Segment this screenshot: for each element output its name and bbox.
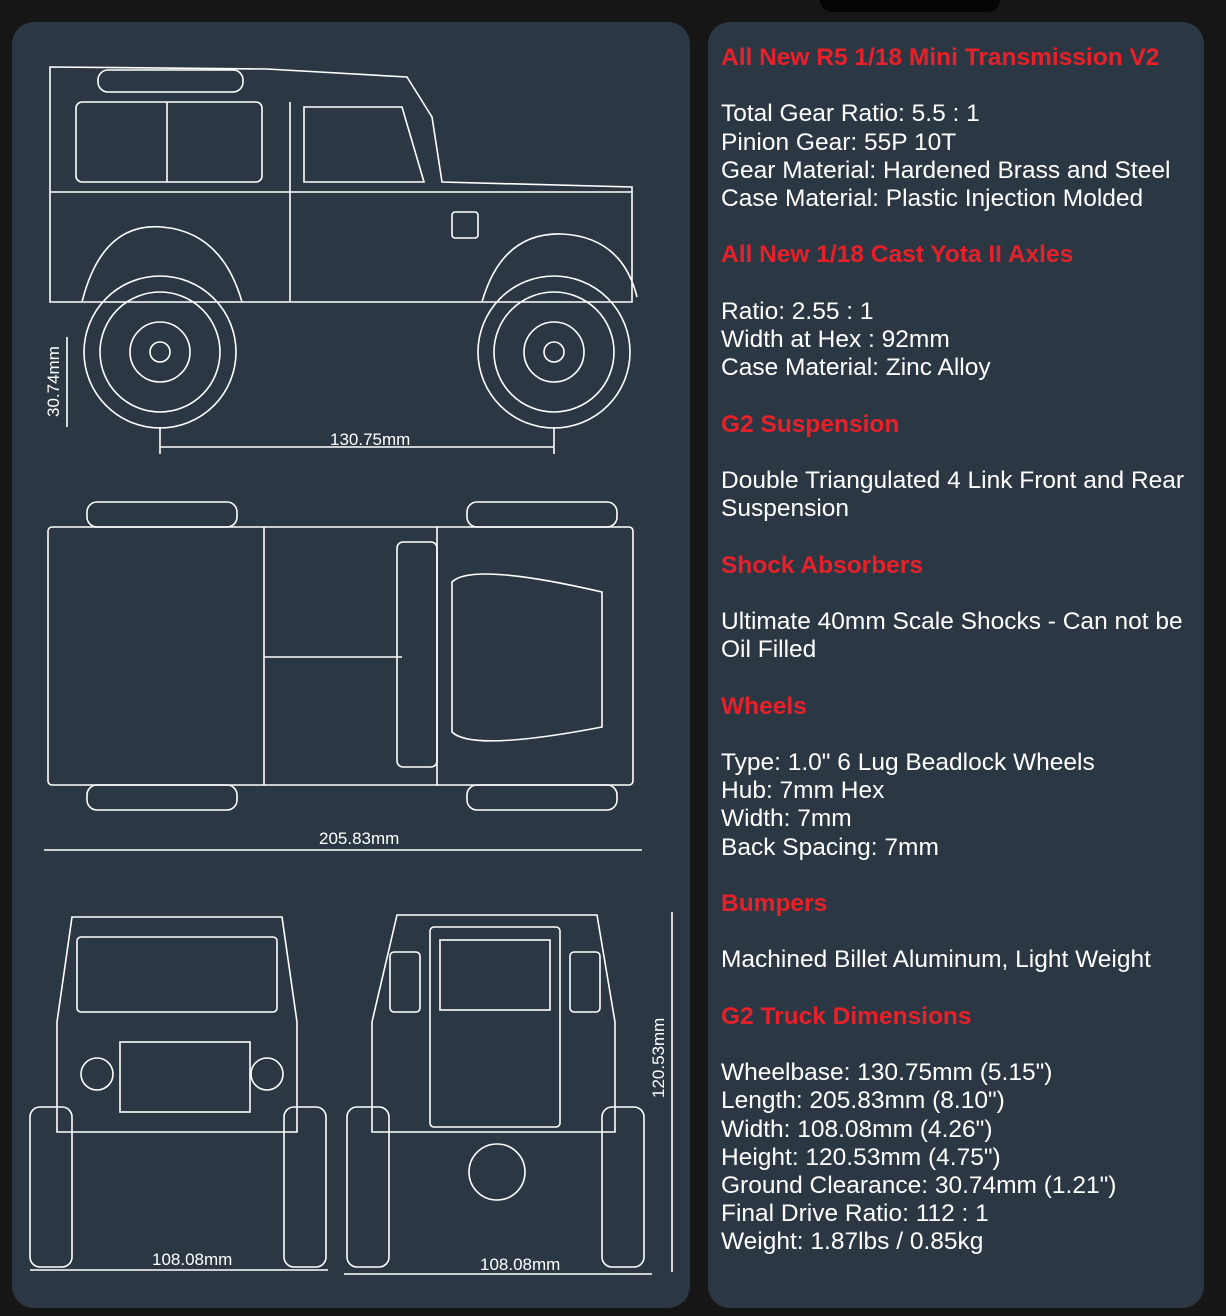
top-view [44,501,642,851]
spec-heading: All New R5 1/18 Mini Transmission V2 [721,44,1160,71]
front-width-label: 108.08mm [152,1250,233,1269]
spec-line: Gear Material: Hardened Brass and Steel [721,156,1171,184]
spec-line: Final Drive Ratio: 112 : 1 [721,1200,989,1228]
spec-heading: G2 Suspension [721,410,900,438]
spec-line: Ratio: 2.55 : 1 [721,297,874,325]
spec-line: Total Gear Ratio: 5.5 : 1 [721,100,980,128]
length-label: 205.83mm [319,829,400,848]
blueprint-panel: 30.74mm 130.75mm 205.83mm 108.08mm 108.0… [12,22,690,1308]
specs-panel: All New R5 1/18 Mini Transmission V2 Tota… [708,22,1204,1308]
top-notch [820,0,1000,12]
height-label: 120.53mm [649,1017,668,1098]
side-view [49,66,638,454]
vehicle-blueprints [29,66,673,1275]
spec-heading: G2 Truck Dimensions [721,1002,972,1030]
spec-list: All New R5 1/18 Mini Transmission V2 Tota… [721,44,1201,1285]
spec-line: Wheelbase: 130.75mm (5.15") [721,1059,1053,1087]
spec-line: Length: 205.83mm (8.10") [721,1087,1005,1115]
spec-line: Width: 7mm [721,805,852,833]
spec-line: Pinion Gear: 55P 10T [721,128,957,156]
spec-line: Hub: 7mm Hex [721,777,885,805]
wheelbase-label: 130.75mm [330,430,411,449]
spec-heading: Wheels [721,692,807,720]
spec-line: Width at Hex : 92mm [721,325,950,353]
spec-line: Machined Billet Aluminum, Light Weight [721,946,1151,974]
spec-heading: All New 1/18 Cast Yota II Axles [721,241,1074,269]
spec-heading: Shock Absorbers [721,551,923,579]
spec-line: Double Triangulated 4 Link Front and Rea… [721,466,1185,523]
spec-line: Height: 120.53mm (4.75") [721,1143,1001,1171]
spec-line: Weight: 1.87lbs / 0.85kg [721,1228,984,1256]
spec-line: Ultimate 40mm Scale Shocks - Can not be … [721,607,1183,664]
rear-width-label: 108.08mm [480,1255,561,1274]
ground-clearance-label: 30.74mm [44,346,63,417]
spec-line: Ground Clearance: 30.74mm (1.21") [721,1171,1117,1199]
rear-view [344,912,673,1275]
spec-line: Width: 108.08mm (4.26") [721,1115,993,1143]
spec-heading: Bumpers [721,889,828,917]
spec-line: Type: 1.0" 6 Lug Beadlock Wheels [721,748,1095,776]
spec-line: Case Material: Plastic Injection Molded [721,185,1144,212]
spec-line: Case Material: Zinc Alloy [721,354,991,382]
spec-section: All New R5 1/18 Mini Transmission V2 Tota… [721,44,1201,213]
spec-line: Back Spacing: 7mm [721,833,939,861]
front-view [29,916,328,1271]
